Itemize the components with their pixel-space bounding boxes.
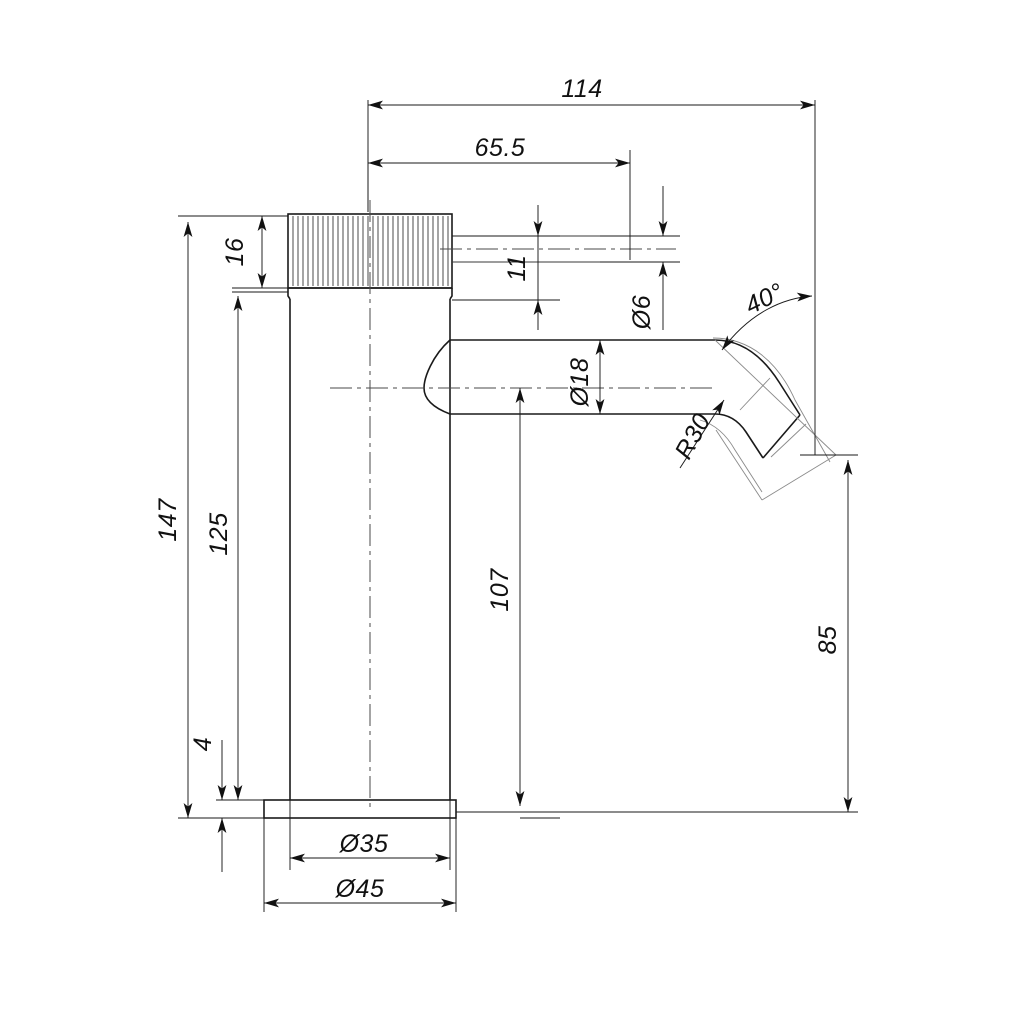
dimension-hose-diameter: Ø6: [600, 186, 680, 330]
dim-label-spout-height: 107: [486, 568, 514, 612]
dimension-overall-width: 114: [367, 75, 816, 455]
dim-label-hose-diameter: Ø6: [628, 295, 656, 330]
dim-label-spout-offset: 65.5: [475, 134, 526, 162]
dimension-spout-offset: 65.5: [367, 134, 631, 260]
dimension-overall-height: 147: [154, 215, 288, 819]
dimension-outlet-height: 85: [456, 454, 858, 813]
dim-label-overall-height: 147: [154, 498, 182, 542]
dimension-bend-radius: R30: [669, 399, 725, 469]
base-flange: [263, 799, 457, 819]
dim-label-outlet-height: 85: [814, 626, 842, 655]
dim-label-spout-diameter: Ø18: [566, 358, 594, 408]
dimension-hose-offset: 11: [452, 205, 560, 330]
knurl-hatching: [292, 216, 449, 286]
dimension-body-diameter: Ø35: [289, 800, 451, 870]
dimension-cap-height: 16: [221, 215, 288, 289]
spout-bend-outer: [714, 339, 801, 416]
knurled-cap: [287, 213, 453, 289]
dim-label-base-thickness: 4: [189, 737, 217, 751]
dimension-bend-angle: 40°: [721, 278, 813, 351]
dimension-spout-diameter: Ø18: [566, 340, 605, 414]
faucet-part-geometry: [263, 200, 837, 819]
dim-label-cap-height: 16: [221, 238, 249, 267]
dimension-base-diameter: Ø45: [263, 818, 457, 912]
spout-body-fillet: [423, 339, 451, 415]
dim-label-bend-radius: R30: [669, 409, 716, 464]
dim-label-hose-offset: 11: [503, 255, 531, 282]
spout-outlet-face: [762, 414, 801, 459]
dim-label-body-diameter: Ø35: [339, 830, 389, 858]
dim-label-overall-width: 114: [561, 75, 602, 103]
dimension-base-thickness: 4: [189, 737, 264, 872]
dim-label-body-height: 125: [205, 512, 233, 555]
dim-label-base-diameter: Ø45: [335, 875, 385, 903]
dim-label-bend-angle: 40°: [741, 278, 789, 320]
dimension-body-height: 125: [205, 291, 288, 801]
bend-construction-lines: [699, 337, 837, 501]
spout-bend-inner: [714, 413, 764, 459]
dimension-spout-height: 107: [486, 388, 560, 819]
